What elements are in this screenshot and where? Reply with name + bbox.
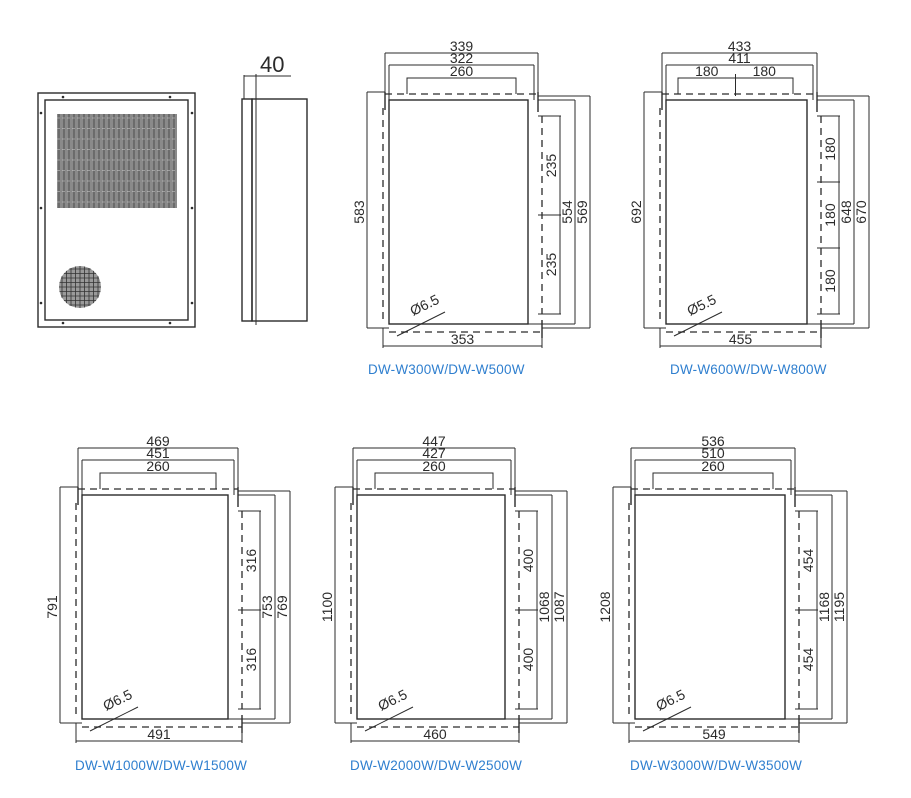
dim-right-inner: 554 bbox=[559, 200, 575, 224]
hole-diameter: Ø6.5 bbox=[653, 686, 687, 714]
model-caption: DW-W2000W/DW-W2500W bbox=[350, 758, 522, 773]
unit-body bbox=[81, 494, 229, 720]
dim-top-slot: 260 bbox=[450, 63, 474, 79]
unit-body bbox=[388, 99, 529, 325]
dim-right-outer: 1195 bbox=[831, 592, 847, 622]
dim-top-outer: 469 bbox=[146, 433, 170, 449]
dim-right-segment: 180 bbox=[822, 203, 838, 227]
bolt-icon bbox=[168, 321, 172, 325]
dim-top-slot: 260 bbox=[701, 458, 725, 474]
dim-left-height: 1208 bbox=[597, 591, 613, 622]
dim-top-outer: 433 bbox=[728, 38, 752, 54]
dim-right-segment: 235 bbox=[543, 253, 559, 277]
dim-left-height: 791 bbox=[44, 595, 60, 619]
dim-bottom-width: 460 bbox=[423, 726, 447, 742]
dim-right-segment: 454 bbox=[800, 648, 816, 672]
dim-top-slot-line bbox=[374, 472, 494, 489]
dim-top-inner: 322 bbox=[450, 50, 474, 66]
grille-vent-icon bbox=[57, 114, 177, 208]
side-body bbox=[251, 98, 308, 322]
dim-right-inner: 1168 bbox=[816, 592, 832, 622]
dim-right-segment: 316 bbox=[243, 549, 259, 573]
dim-top-inner: 411 bbox=[728, 50, 751, 66]
dim-top-inner: 510 bbox=[701, 445, 725, 461]
hole-diameter: Ø5.5 bbox=[684, 291, 718, 319]
dim-right-outer: 1087 bbox=[551, 591, 567, 622]
hole-leader bbox=[642, 706, 692, 732]
dim-top-slot-line bbox=[406, 77, 517, 94]
model-caption: DW-W600W/DW-W800W bbox=[670, 362, 827, 377]
bolt-icon bbox=[190, 111, 194, 115]
bolt-icon bbox=[61, 95, 65, 99]
grille-fill bbox=[57, 114, 177, 208]
hole-diameter: Ø6.5 bbox=[407, 291, 441, 319]
dim-top-outer: 536 bbox=[701, 433, 725, 449]
model-caption: DW-W1000W/DW-W1500W bbox=[75, 758, 247, 773]
dim-bottom-width: 549 bbox=[702, 726, 726, 742]
dim-bottom-width: 491 bbox=[147, 726, 171, 742]
hole-leader bbox=[396, 311, 446, 337]
dim-right-outer: 569 bbox=[574, 200, 590, 224]
dim-top-slot-line bbox=[99, 472, 217, 489]
dim-top-slot-line bbox=[652, 472, 774, 489]
bolt-icon bbox=[190, 206, 194, 210]
dim-right-outer: 670 bbox=[853, 200, 869, 224]
dim-right-outer: 769 bbox=[274, 595, 290, 619]
side-view: 40 bbox=[241, 52, 308, 325]
dim-right-segment: 400 bbox=[520, 648, 536, 672]
bolt-icon bbox=[190, 301, 194, 305]
unit-body bbox=[634, 494, 786, 720]
bolt-icon bbox=[39, 301, 43, 305]
front-view bbox=[37, 92, 196, 328]
dim-top-inner: 427 bbox=[422, 445, 446, 461]
dim-top-slot: 180 bbox=[753, 63, 777, 79]
bolt-icon bbox=[39, 206, 43, 210]
dim-right-segment: 316 bbox=[243, 648, 259, 672]
dim-right-segment: 180 bbox=[822, 137, 838, 161]
fan-grill-icon bbox=[59, 266, 101, 308]
dim-left-height: 583 bbox=[351, 200, 367, 224]
dim-left-height: 692 bbox=[628, 200, 644, 224]
model-caption: DW-W300W/DW-W500W bbox=[368, 362, 525, 377]
dim-right-inner: 648 bbox=[838, 200, 854, 224]
model-caption: DW-W3000W/DW-W3500W bbox=[630, 758, 802, 773]
dim-right-segment: 400 bbox=[520, 549, 536, 573]
hole-leader bbox=[89, 706, 139, 732]
dim-bottom-width: 455 bbox=[729, 331, 753, 347]
dim-top-slot: 260 bbox=[146, 458, 170, 474]
hole-diameter: Ø6.5 bbox=[100, 686, 134, 714]
dim-left-height: 1100 bbox=[319, 592, 335, 622]
hole-leader bbox=[673, 311, 723, 337]
bolt-icon bbox=[39, 111, 43, 115]
hole-leader bbox=[364, 706, 414, 732]
front-outer-frame bbox=[37, 92, 196, 328]
dim-bottom-width: 353 bbox=[451, 331, 475, 347]
unit-body bbox=[665, 99, 808, 325]
dim-top-slot: 260 bbox=[422, 458, 446, 474]
dim-top-outer: 339 bbox=[450, 38, 474, 54]
bolt-icon bbox=[168, 95, 172, 99]
bolt-icon bbox=[61, 321, 65, 325]
front-inner-panel bbox=[44, 99, 189, 321]
unit-body bbox=[356, 494, 506, 720]
mounting-bolts bbox=[39, 95, 194, 325]
dim-top-inner: 451 bbox=[146, 445, 170, 461]
dim-top-outer: 447 bbox=[422, 433, 446, 449]
dim-right-inner: 1068 bbox=[536, 591, 552, 622]
dim-right-segment: 180 bbox=[822, 269, 838, 293]
dim-right-segment: 454 bbox=[800, 549, 816, 573]
dim-right-segment: 235 bbox=[543, 154, 559, 178]
dim-top-slot: 180 bbox=[695, 63, 719, 79]
dim-right-inner: 753 bbox=[259, 595, 275, 619]
side-flange bbox=[241, 98, 253, 322]
depth-label: 40 bbox=[260, 52, 284, 77]
hole-diameter: Ø6.5 bbox=[375, 686, 409, 714]
